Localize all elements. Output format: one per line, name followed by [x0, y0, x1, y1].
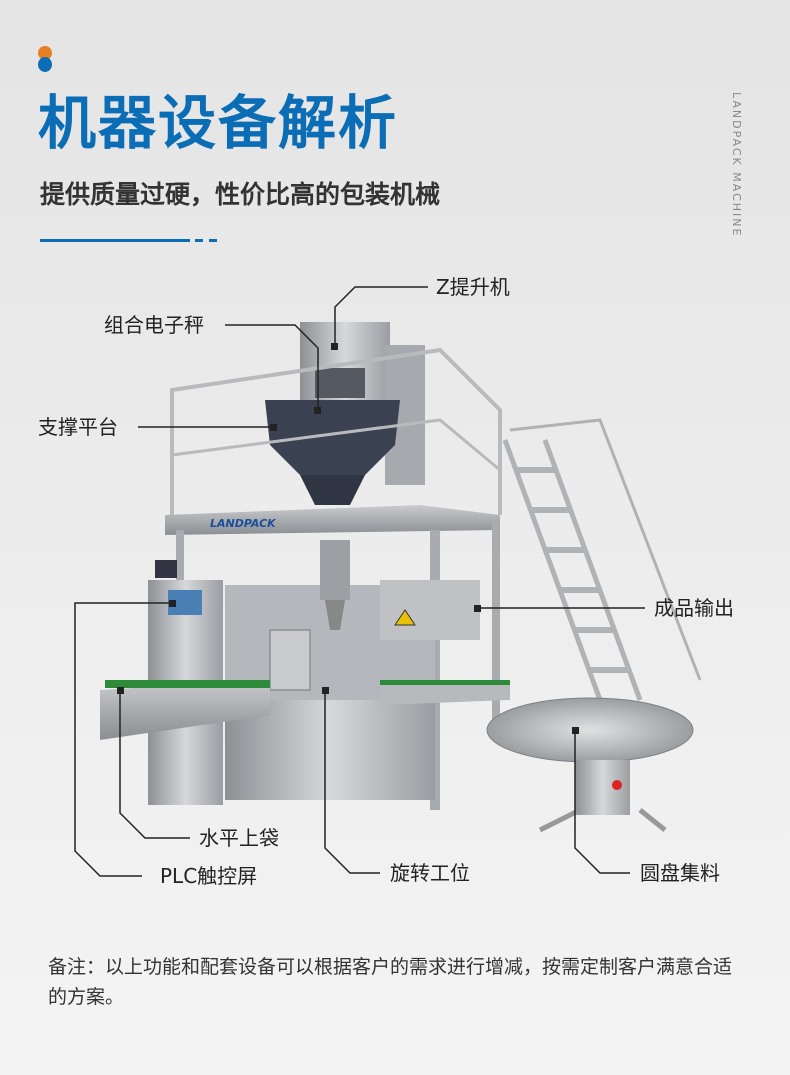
stairs [502, 418, 702, 701]
page-subtitle: 提供质量过硬，性价比高的包装机械 [40, 180, 441, 209]
label-collecting-turntable: 圆盘集料 [640, 861, 720, 885]
label-horizontal-bag-feeding: 水平上袋 [199, 826, 279, 850]
multihead-weigher [265, 368, 400, 505]
machine-logo: LANDPACK [210, 517, 277, 530]
title-underline [40, 239, 190, 242]
leader-lines [74, 286, 645, 877]
label-rotary-station: 旋转工位 [390, 861, 470, 885]
vertical-brand: LANDPACK MACHINE [730, 92, 743, 238]
collecting-turntable [486, 697, 694, 833]
underline-dash [209, 239, 217, 242]
footnote: 备注：以上功能和配套设备可以根据客户的需求进行增减，按需定制客户满意合适的方案。 [48, 956, 733, 1008]
blue-dot [38, 57, 52, 72]
output-conveyor [380, 680, 510, 705]
orange-dot [38, 46, 52, 60]
plc-touchscreen [155, 560, 177, 578]
label-plc-touchscreen: PLC触控屏 [160, 864, 258, 888]
label-product-output: 成品输出 [654, 596, 734, 620]
bag-conveyor [100, 680, 270, 740]
label-support-platform: 支撑平台 [38, 415, 118, 439]
underline-dash [195, 239, 203, 242]
label-z-elevator: Z提升机 [436, 275, 510, 299]
page-title: 机器设备解析 [38, 89, 399, 157]
label-multihead-weigher: 组合电子秤 [104, 313, 204, 337]
